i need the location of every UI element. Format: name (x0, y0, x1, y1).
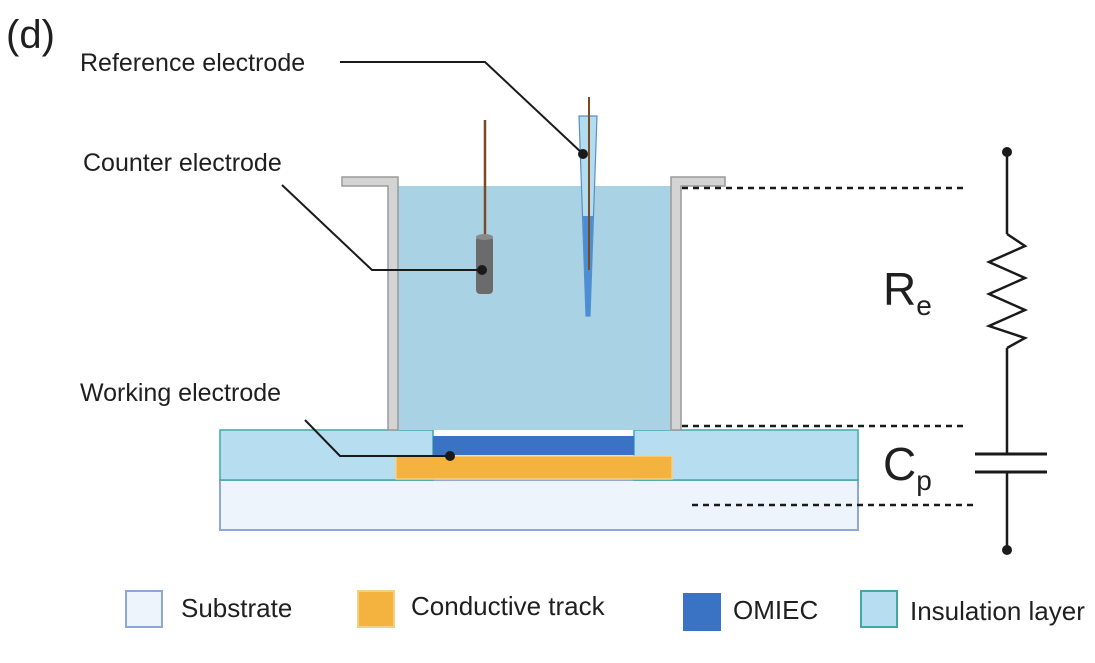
counter-leader-line (281, 184, 482, 271)
panel-label: (d) (6, 13, 55, 57)
counter-electrode-top (476, 234, 493, 240)
resistor-label-subscript: e (916, 290, 932, 321)
reference-leader-dot (578, 149, 588, 159)
capacitor-label-subscript: p (916, 465, 932, 496)
reference-electrode-label: Reference electrode (80, 49, 305, 77)
legend-swatch-substrate (125, 590, 163, 628)
capacitor-label-symbol: C (883, 438, 916, 490)
counter-electrode-label: Counter electrode (83, 149, 282, 177)
capacitor-label: Cp (883, 438, 932, 496)
conductive-track (395, 455, 673, 480)
resistor-label: Re (883, 263, 932, 321)
counter-electrode (476, 236, 493, 294)
legend-label-substrate: Substrate (181, 593, 292, 623)
working-electrode-label: Working electrode (80, 379, 281, 407)
electrolyte (398, 186, 671, 430)
resistor-symbol (985, 232, 1029, 350)
container-wall-right (670, 176, 726, 431)
legend-label-insulation-layer: Insulation layer (910, 596, 1085, 626)
working-leader-dot (445, 451, 455, 461)
legend-swatch-insulation-layer (860, 590, 898, 628)
reference-leader-line (340, 61, 584, 155)
circuit-terminal-bottom (1002, 545, 1012, 555)
counter-leader-dot (477, 265, 487, 275)
legend-label-conductive-track: Conductive track (411, 591, 606, 621)
resistor-label-symbol: R (883, 263, 916, 315)
working-leader-line (304, 419, 450, 457)
legend-label-omiec: OMIEC (733, 595, 818, 625)
legend: Substrate Conductive track OMIEC Insulat… (125, 590, 1085, 631)
equivalent-circuit (975, 147, 1047, 555)
container-wall-left (341, 176, 399, 431)
legend-swatch-conductive-track (357, 590, 395, 628)
legend-swatch-omiec (683, 593, 721, 631)
omiec-layer (433, 436, 634, 455)
